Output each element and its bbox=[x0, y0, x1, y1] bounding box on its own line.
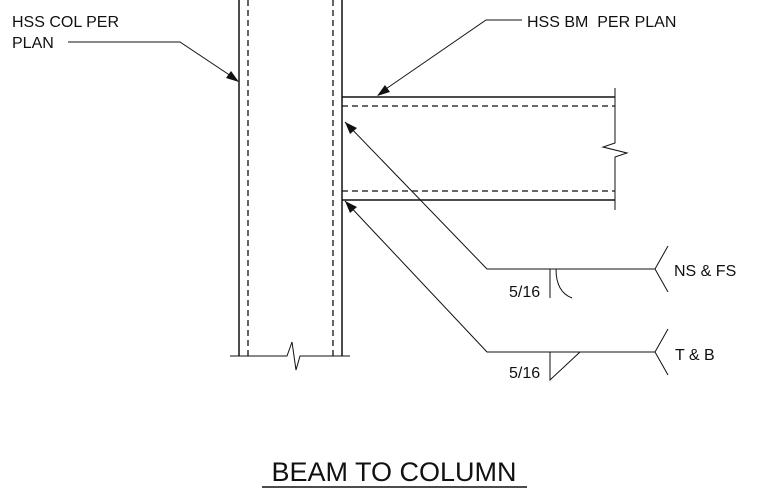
beam-leader bbox=[377, 19, 522, 96]
column-label-line2: PLAN bbox=[12, 35, 54, 52]
hss-beam bbox=[342, 96, 615, 201]
weld-symbol-t-b bbox=[344, 200, 669, 382]
column-leader bbox=[68, 41, 239, 82]
beam-label: HSS BM PER PLAN bbox=[527, 14, 676, 31]
weld-size-top: 5/16 bbox=[509, 284, 540, 301]
detail-title: BEAM TO COLUMN bbox=[271, 457, 516, 487]
beam-break-line bbox=[601, 88, 629, 210]
weld-symbol-ns-fs bbox=[344, 121, 669, 299]
column-label-line1: HSS COL PER bbox=[12, 14, 119, 31]
weld-size-bottom: 5/16 bbox=[509, 365, 540, 382]
hss-column bbox=[238, 0, 343, 356]
column-break-line bbox=[230, 341, 350, 371]
weld-note-bottom: T & B bbox=[675, 347, 715, 364]
weld-note-top: NS & FS bbox=[674, 263, 736, 280]
